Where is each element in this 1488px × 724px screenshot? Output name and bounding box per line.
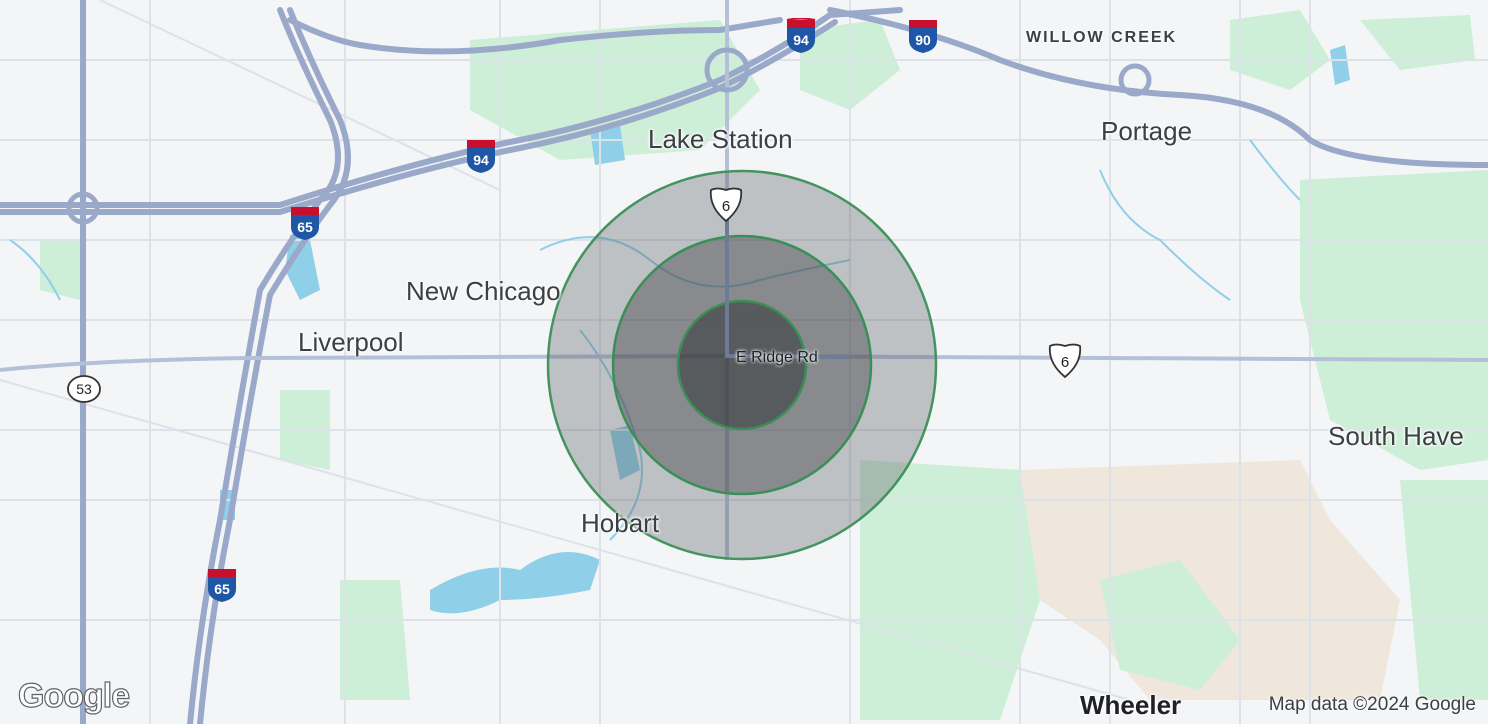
place-label-lake-station: Lake Station (648, 124, 793, 154)
place-label-willow-creek: WILLOW CREEK (1026, 29, 1178, 46)
shield-number: 6 (1061, 354, 1069, 371)
shield-number: 6 (722, 198, 730, 215)
shield-number: 90 (915, 32, 931, 48)
shield-number: 65 (214, 581, 230, 597)
place-label-hobart: Hobart (581, 508, 660, 538)
shield-number: 94 (473, 152, 489, 168)
center-road (725, 215, 851, 359)
place-label-south-haven: South Have (1328, 421, 1464, 451)
road-label-e-ridge-rd: E Ridge Rd (736, 349, 818, 366)
place-label-liverpool: Liverpool (298, 327, 404, 357)
shield-number: 65 (297, 219, 313, 235)
place-label-wheeler: Wheeler (1080, 690, 1182, 720)
shield-number: 53 (76, 381, 92, 397)
rivers (9, 139, 1301, 541)
radius-ring-inner (676, 299, 808, 431)
interchanges (66, 47, 1152, 225)
shield-number: 94 (793, 32, 809, 48)
map-attribution[interactable]: Map data ©2024 Google (1268, 694, 1476, 715)
place-label-portage: Portage (1101, 116, 1193, 146)
google-logo[interactable]: Google (17, 676, 130, 715)
place-label-new-chicago: New Chicago (406, 276, 561, 306)
radius-rings (546, 169, 938, 561)
